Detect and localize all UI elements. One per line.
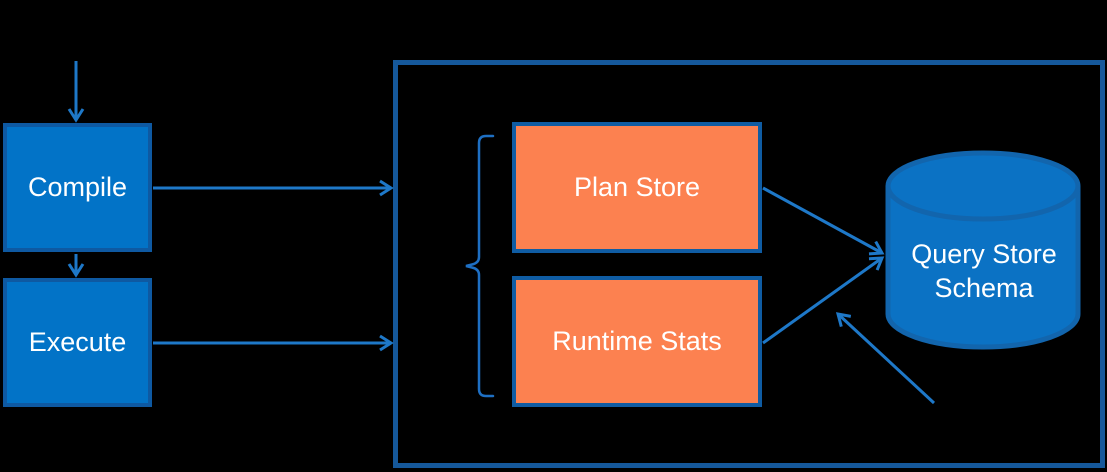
- query-store-schema-label-line2: Schema: [934, 273, 1034, 303]
- plan-store-label: Plan Store: [573, 172, 701, 202]
- runtime-stats-label: Runtime Stats: [552, 326, 722, 356]
- query-store-schema-label-line1: Query Store: [911, 239, 1057, 269]
- plan-store-box: Plan Store: [512, 122, 762, 253]
- compile-label: Compile: [27, 172, 128, 202]
- compile-box: Compile: [3, 123, 152, 252]
- execute-label: Execute: [28, 327, 127, 357]
- execute-box: Execute: [3, 278, 152, 407]
- runtime-stats-box: Runtime Stats: [512, 276, 762, 407]
- query-store-container-box: [393, 60, 1105, 468]
- query-store-schema-label: Query Store Schema: [886, 237, 1082, 305]
